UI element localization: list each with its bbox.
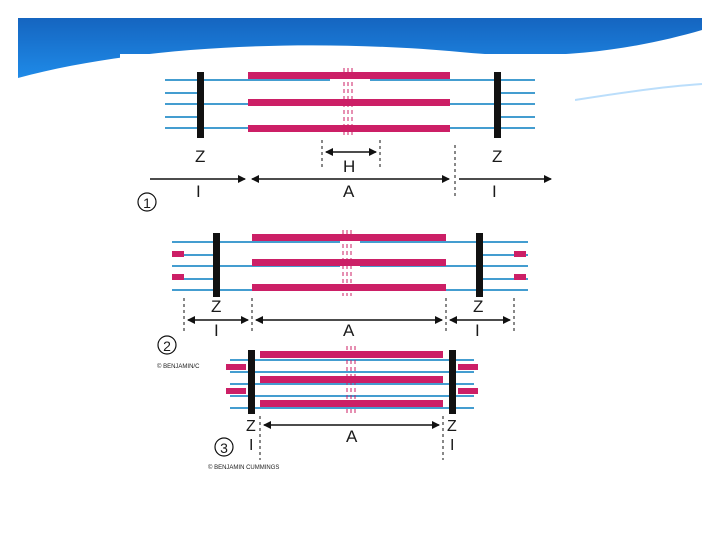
- i-label-2-left: I: [214, 321, 219, 340]
- z-label-2-left: Z: [211, 297, 221, 316]
- z-label-1-right: Z: [492, 147, 502, 166]
- z-label-2-right: Z: [473, 297, 483, 316]
- i-label-1-right: I: [492, 182, 497, 201]
- z-label-3-right: Z: [447, 418, 457, 435]
- copyright-2: © BENJAMIN/C: [157, 363, 200, 370]
- z-label-1-left: Z: [195, 147, 205, 166]
- z-line-3-right: [449, 350, 456, 414]
- state-3-number: 3: [220, 440, 228, 456]
- z-label-3-left: Z: [246, 418, 256, 435]
- a-label-3: A: [346, 427, 358, 446]
- a-label-1: A: [343, 182, 355, 201]
- state-2-number: 2: [163, 338, 171, 354]
- z-line-1-left: [197, 72, 204, 138]
- z-line-2-left: [213, 233, 220, 297]
- z-line-2-right: [476, 233, 483, 297]
- z-line-3-left: [248, 350, 255, 414]
- i-label-3-left: I: [249, 437, 253, 454]
- i-label-1-left: I: [196, 182, 201, 201]
- copyright-3: © BENJAMIN CUMMINGS: [208, 464, 279, 471]
- a-label-2: A: [343, 321, 355, 340]
- z-line-1-right: [494, 72, 501, 138]
- i-label-3-right: I: [450, 437, 454, 454]
- i-label-2-right: I: [475, 321, 480, 340]
- h-label: H: [343, 157, 355, 176]
- state-1-number: 1: [143, 195, 151, 211]
